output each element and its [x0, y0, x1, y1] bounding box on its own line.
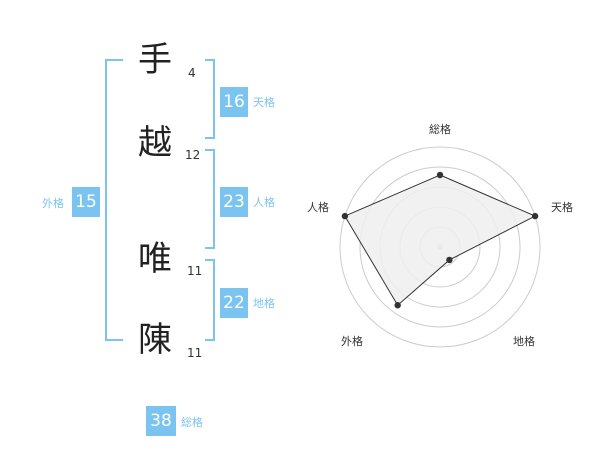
stroke-count-2: 12	[185, 148, 201, 162]
radar-data-polygon	[344, 174, 537, 307]
radar-point-5	[341, 212, 349, 220]
radar-point-4	[394, 302, 401, 309]
gaikaku-label: 外格	[42, 197, 64, 210]
name-char-2: 越	[138, 123, 172, 163]
radar-label-tenkaku: 天格	[551, 201, 573, 214]
radar-point-1	[436, 171, 444, 179]
soukaku-value-badge: 38	[146, 406, 176, 436]
chikaku-bracket	[205, 259, 215, 341]
radar-point-2	[531, 212, 539, 220]
radar-label-soukaku: 総格	[429, 123, 451, 136]
soukaku-label: 総格	[181, 416, 203, 429]
chikaku-value-badge: 22	[220, 288, 248, 318]
radar-grid-ring-5	[339, 146, 541, 348]
radar-point-3	[446, 256, 453, 264]
radar-grid-ring-4	[359, 166, 521, 328]
name-char-3: 唯	[138, 239, 172, 279]
stroke-count-1: 4	[188, 66, 196, 80]
radar-label-chikaku: 地格	[513, 335, 535, 348]
tenkaku-label: 天格	[253, 96, 275, 109]
stroke-count-4: 11	[187, 346, 203, 360]
chikaku-label: 地格	[253, 297, 275, 310]
radar-label-gaikaku: 外格	[341, 335, 363, 348]
stroke-count-3: 11	[187, 264, 203, 278]
tenkaku-value-badge: 16	[220, 87, 248, 117]
jinkaku-bracket	[205, 149, 215, 249]
gaikaku-bracket	[105, 59, 123, 341]
name-char-1: 手	[138, 40, 172, 80]
radar-label-jinkaku: 人格	[307, 201, 329, 214]
jinkaku-label: 人格	[253, 196, 275, 209]
tenkaku-bracket	[205, 59, 215, 139]
name-char-4: 陳	[138, 320, 172, 360]
jinkaku-value-badge: 23	[220, 187, 248, 217]
gaikaku-value-badge: 15	[72, 187, 100, 217]
